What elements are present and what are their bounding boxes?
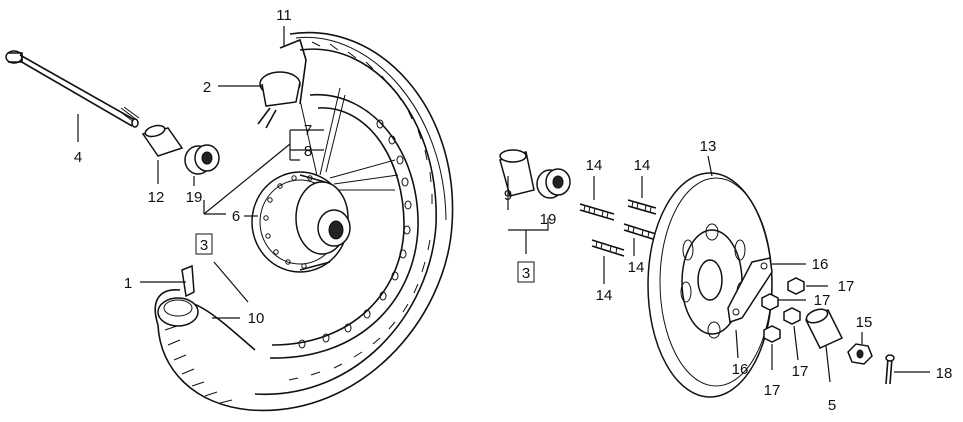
rim-set-right-box xyxy=(517,261,535,283)
label-nut-d: 17 xyxy=(792,363,809,380)
stud-top-right xyxy=(627,199,657,215)
label-lock-plate-bottom: 16 xyxy=(732,361,749,378)
nut-d xyxy=(763,325,781,343)
label-tire: 11 xyxy=(276,7,292,24)
label-bearing-right: 19 xyxy=(540,211,557,228)
label-nut-c: 17 xyxy=(764,382,781,399)
label-spacer-left: 12 xyxy=(148,189,165,206)
label-axle-sleeve: 5 xyxy=(828,397,836,414)
wheel-assembly xyxy=(154,31,454,412)
label-collar-right: 9 xyxy=(504,187,512,204)
label-lock-plate-top: 16 xyxy=(812,256,829,273)
stud-top-left xyxy=(579,203,615,221)
nut-c xyxy=(783,307,801,325)
rim-set-left-box xyxy=(195,233,213,255)
label-spoke-b: 8 xyxy=(304,143,312,160)
label-rim-set-right: 3 xyxy=(522,265,530,282)
stud-bottom-left xyxy=(591,239,625,257)
nut-b xyxy=(761,293,779,311)
label-cotter-pin: 18 xyxy=(936,365,953,382)
label-rim-set-left: 3 xyxy=(200,237,208,254)
label-stud-tr: 14 xyxy=(634,157,651,174)
brake-disc xyxy=(647,172,773,398)
axle-nut xyxy=(847,343,873,365)
bearing-right xyxy=(536,168,571,199)
label-spoke-a: 7 xyxy=(304,122,312,139)
cotter-pin xyxy=(885,354,895,385)
lock-plate xyxy=(727,257,773,323)
label-stud-bl: 14 xyxy=(596,287,613,304)
label-stud-tl: 14 xyxy=(586,157,603,174)
spacer-left xyxy=(141,124,184,157)
label-disc: 13 xyxy=(700,138,717,155)
label-nut-a: 17 xyxy=(838,278,855,295)
label-axle-nut: 15 xyxy=(856,314,873,331)
stud-bottom-right xyxy=(623,223,657,241)
label-rim: 10 xyxy=(248,310,265,327)
bearing-left xyxy=(184,144,220,175)
label-stud-br: 14 xyxy=(628,259,645,276)
axle-sleeve xyxy=(804,308,844,349)
label-nut-b: 17 xyxy=(814,292,831,309)
label-hub: 6 xyxy=(232,208,240,225)
label-axle: 4 xyxy=(74,149,82,166)
leader-lines xyxy=(77,26,930,383)
axle xyxy=(5,50,140,128)
nut-a xyxy=(787,277,805,295)
label-bearing-left: 19 xyxy=(186,189,203,206)
label-tube: 2 xyxy=(203,79,211,96)
label-rim-band: 1 xyxy=(124,275,132,292)
